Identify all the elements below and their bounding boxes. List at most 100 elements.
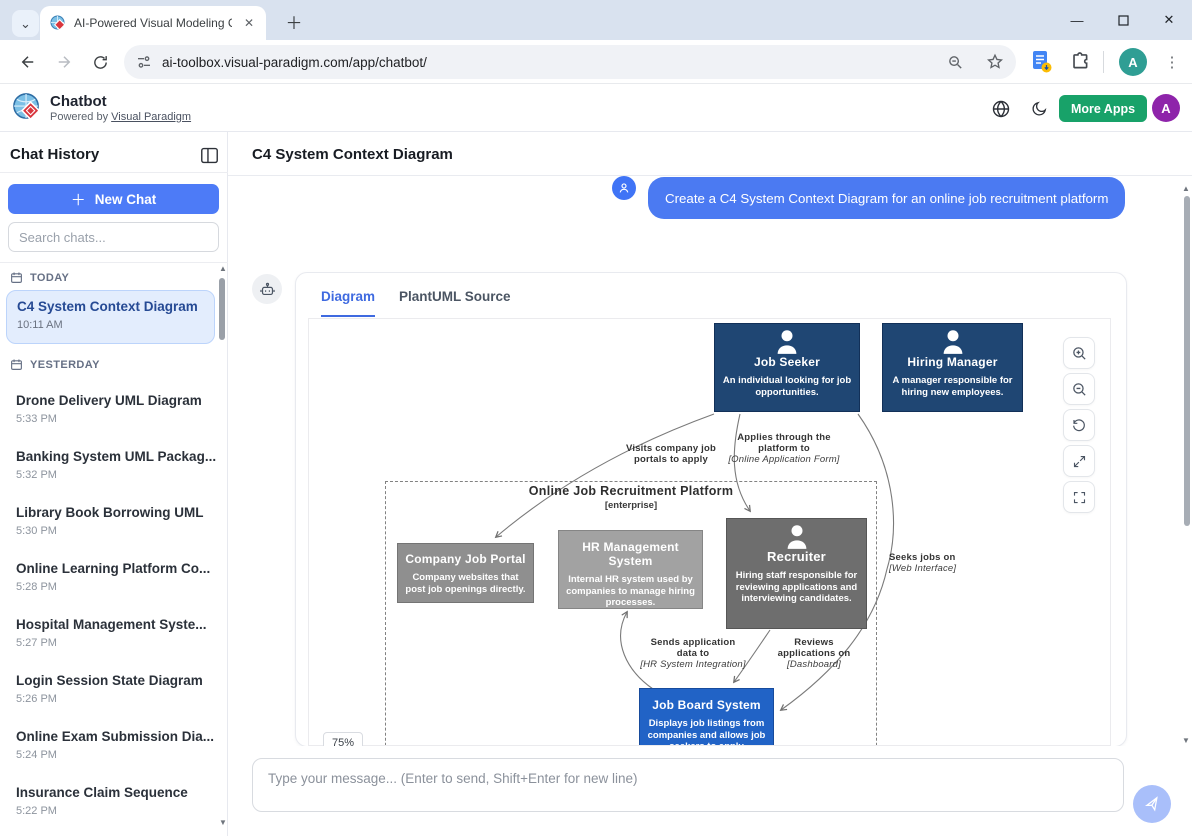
robot-icon [259, 282, 275, 295]
sidebar-scroll-up-icon[interactable]: ▲ [219, 264, 227, 273]
favicon-visual-paradigm-icon [50, 15, 66, 31]
visual-paradigm-logo [12, 92, 43, 123]
fullscreen-button[interactable] [1063, 481, 1095, 513]
window-close-button[interactable]: ✕ [1163, 12, 1175, 27]
section-header-yesterday: YESTERDAY [10, 358, 100, 371]
tab-close-icon[interactable]: ✕ [243, 16, 255, 30]
node-job-seeker[interactable]: Job Seeker An individual looking for job… [714, 323, 860, 412]
bookmark-star-icon[interactable] [986, 53, 1004, 71]
back-button[interactable] [14, 48, 42, 76]
diagram-viewport[interactable]: Online Job Recruitment Platform [enterpr… [308, 318, 1111, 746]
new-tab-button[interactable]: ＋ [285, 13, 303, 33]
person-icon [619, 183, 629, 193]
node-recruiter[interactable]: Recruiter Hiring staff responsible for r… [726, 518, 867, 629]
browser-profile-avatar[interactable]: A [1119, 48, 1147, 76]
sidebar-scroll-down-icon[interactable]: ▼ [219, 818, 227, 827]
edge-label-seeks: Seeks jobs on [Web Interface] [889, 552, 957, 574]
section-header-today: TODAY [10, 271, 69, 284]
diagram-edges [494, 413, 895, 712]
sidebar-scrollbar[interactable] [219, 278, 225, 340]
node-hiring-manager[interactable]: Hiring Manager A manager responsible for… [882, 323, 1023, 412]
new-chat-button[interactable]: ＋ New Chat [8, 184, 219, 214]
tab-search-button[interactable]: ⌄ [12, 10, 39, 37]
divider [0, 172, 228, 173]
app-user-avatar[interactable]: A [1152, 94, 1180, 122]
main-scroll-up-icon[interactable]: ▲ [1182, 184, 1190, 193]
edge-label-sends: Sends application data to [HR System Int… [640, 637, 746, 670]
zoom-out-icon [1072, 382, 1086, 396]
sidebar-title: Chat History [10, 146, 100, 163]
chevron-down-icon: ⌄ [20, 15, 31, 31]
edge-label-visits: Visits company job portals to apply [625, 443, 716, 465]
extensions-icon[interactable] [1070, 51, 1091, 72]
forward-button[interactable] [50, 48, 78, 76]
page-title: C4 System Context Diagram [252, 146, 453, 163]
visual-paradigm-link[interactable]: Visual Paradigm [111, 111, 192, 123]
person-icon [943, 330, 962, 354]
zoom-in-icon [1072, 346, 1086, 360]
window-maximize-button[interactable] [1100, 0, 1146, 40]
edge-label-applies: Applies through the platform to [Online … [728, 432, 840, 465]
zoom-indicator-icon[interactable] [947, 54, 964, 71]
browser-menu-icon[interactable]: ⋮ [1164, 54, 1180, 71]
zoom-level-badge: 75% [323, 732, 363, 746]
zoom-out-button[interactable] [1063, 373, 1095, 405]
message-input[interactable] [252, 758, 1124, 812]
search-chats-input[interactable] [8, 222, 219, 252]
chat-item[interactable]: Library Book Borrowing UML 5:30 PM [16, 505, 204, 537]
fullscreen-icon [1073, 491, 1085, 503]
browser-tab[interactable]: AI-Powered Visual Modeling Ch ✕ [40, 6, 266, 40]
address-bar[interactable]: ai-toolbox.visual-paradigm.com/app/chatb… [124, 45, 1016, 79]
reset-view-button[interactable] [1063, 409, 1095, 441]
chat-item[interactable]: Login Session State Diagram 5:26 PM [16, 673, 203, 705]
boundary-subtitle: [enterprise] [604, 500, 658, 511]
node-hr-management-system[interactable]: HR Management System Internal HR system … [558, 530, 703, 609]
url-text[interactable]: ai-toolbox.visual-paradigm.com/app/chatb… [162, 54, 427, 70]
send-button[interactable] [1133, 785, 1171, 823]
chat-item[interactable]: Drone Delivery UML Diagram 5:33 PM [16, 393, 202, 425]
chat-item-selected[interactable]: C4 System Context Diagram 10:11 AM [6, 290, 215, 344]
toolbar-divider [1103, 51, 1104, 73]
more-apps-button[interactable]: More Apps [1059, 95, 1147, 122]
language-globe-icon[interactable] [991, 99, 1011, 119]
main-scrollbar[interactable] [1184, 196, 1190, 526]
user-avatar [612, 176, 636, 200]
node-job-board-system[interactable]: Job Board System Displays job listings f… [639, 688, 774, 745]
app-title: Chatbot [50, 93, 107, 110]
calendar-icon [11, 272, 22, 283]
enterprise-boundary: Online Job Recruitment Platform [enterpr… [385, 481, 877, 745]
person-icon [777, 330, 797, 354]
tab-plantuml-source[interactable]: PlantUML Source [399, 289, 511, 304]
chat-item[interactable]: Online Exam Submission Dia... 5:24 PM [16, 729, 215, 761]
chat-item[interactable]: Banking System UML Packag... 5:32 PM [16, 449, 217, 481]
powered-by: Powered by Visual Paradigm [50, 111, 192, 123]
dark-mode-moon-icon[interactable] [1030, 100, 1048, 118]
plus-icon: ＋ [70, 191, 86, 209]
node-company-job-portal[interactable]: Company Job Portal Company websites that… [397, 543, 534, 603]
chat-item[interactable]: Online Learning Platform Co... 5:28 PM [16, 561, 211, 593]
collapse-sidebar-icon[interactable] [200, 147, 219, 164]
user-message-bubble: Create a C4 System Context Diagram for a… [648, 177, 1126, 219]
reset-icon [1073, 419, 1085, 432]
reload-button[interactable] [86, 48, 114, 76]
reading-list-icon[interactable] [1032, 50, 1052, 74]
tab-title: AI-Powered Visual Modeling Ch [74, 16, 232, 30]
assistant-avatar [252, 274, 282, 304]
tab-diagram[interactable]: Diagram [321, 289, 376, 317]
zoom-in-button[interactable] [1063, 337, 1095, 369]
window-minimize-button[interactable]: — [1070, 12, 1084, 28]
boundary-title: Online Job Recruitment Platform [528, 484, 734, 498]
expand-icon [1073, 455, 1085, 467]
divider [0, 262, 228, 263]
assistant-response-card: Diagram PlantUML Source [295, 272, 1127, 747]
chat-item[interactable]: Insurance Claim Sequence 5:22 PM [16, 785, 188, 817]
site-settings-icon[interactable] [136, 54, 152, 70]
app-header [0, 84, 1192, 132]
conversation-title-bar [228, 132, 1192, 176]
main-scroll-down-icon[interactable]: ▼ [1182, 736, 1190, 745]
chat-item[interactable]: Hospital Management Syste... 5:27 PM [16, 617, 207, 649]
person-icon [787, 525, 806, 549]
calendar-icon [11, 359, 22, 370]
expand-button[interactable] [1063, 445, 1095, 477]
